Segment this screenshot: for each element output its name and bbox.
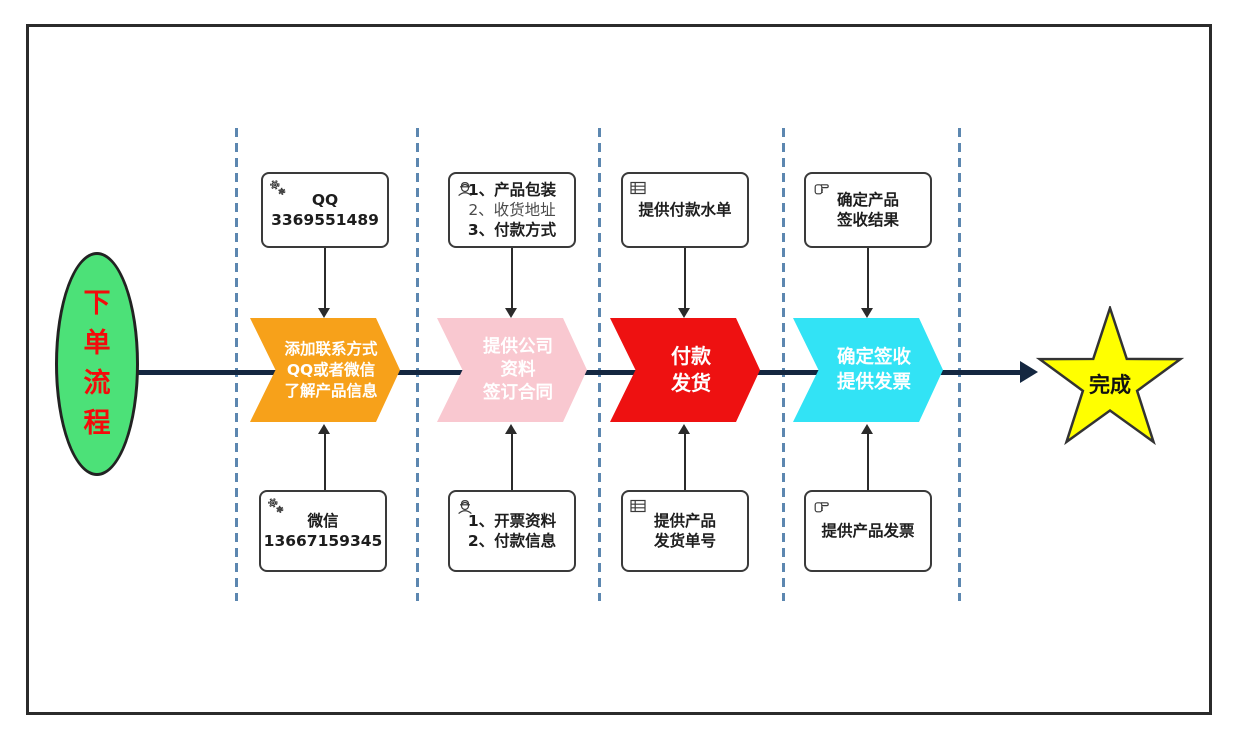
connector-line [510,248,514,308]
box-text: 3、付款方式 [467,221,557,239]
box-confirm-receipt-result: 确定产品 签收结果 [804,172,932,248]
step-label: 提供公司 [483,336,553,357]
step-label: 确定签收 [836,347,911,368]
gears-icon [268,178,288,198]
start-node-label-char: 下 [83,288,111,319]
worker-icon [455,178,475,198]
connector-arrowhead-down [504,308,517,318]
pointing-hand-icon [811,178,831,198]
box-text: 13667159345 [263,532,383,550]
lane-divider [782,128,785,601]
box-text: 2、收货地址 [468,201,556,219]
step-label: 付款 [671,344,711,368]
connector-line [866,434,870,490]
box-wechat-contact: 微信 13667159345 [259,490,387,572]
end-node-label: 完成 [1089,373,1131,397]
box-text: QQ [311,191,339,209]
connector-arrowhead-up [504,424,517,434]
connector-line [323,248,327,308]
lane-divider [598,128,601,601]
start-node-label-char: 流 [83,368,111,399]
box-text: 1、产品包装 [467,181,557,199]
connector-line [866,248,870,308]
lane-divider [958,128,961,601]
worker-icon [455,496,475,516]
box-shipping-number: 提供产品 发货单号 [621,490,749,572]
box-text: 提供付款水单 [638,201,732,219]
box-text: 发货单号 [653,532,716,550]
step-label: QQ或者微信 [286,360,376,379]
step-label: 资料 [500,359,536,380]
connector-arrowhead-up [677,424,690,434]
pointing-hand-icon [811,496,831,516]
connector-line [323,434,327,490]
box-text: 3369551489 [271,211,379,229]
connector-arrowhead-down [860,308,873,318]
table-icon [628,496,648,516]
box-text: 2、付款信息 [467,532,557,550]
step-label: 添加联系方式 [284,339,378,358]
connector-line [683,434,687,490]
start-node-label-char: 单 [83,328,111,359]
box-text: 提供产品发票 [821,522,915,540]
step-label: 了解产品信息 [284,381,378,400]
step-label: 发货 [671,371,711,395]
step-add-contact: 添加联系方式 QQ或者微信 了解产品信息 [250,318,400,422]
box-product-invoice: 提供产品发票 [804,490,932,572]
box-text: 1、开票资料 [467,512,557,530]
box-invoice-info-payment-info: 1、开票资料 2、付款信息 [448,490,576,572]
lane-divider [416,128,419,601]
connector-line [510,434,514,490]
start-node: 下 单 流 程 [55,252,139,476]
table-icon [628,178,648,198]
connector-arrowhead-up [317,424,330,434]
box-text: 签收结果 [836,211,899,229]
star-shape [1035,303,1185,446]
box-qq-contact: QQ 3369551489 [261,172,389,248]
start-node-label-char: 程 [83,408,111,439]
main-flow-arrowhead [1020,361,1038,383]
box-text: 微信 [307,512,339,530]
lane-divider [235,128,238,601]
step-label: 提供发票 [836,372,911,393]
end-node-star [1032,303,1188,458]
box-text: 确定产品 [836,191,899,209]
diagram-border [26,24,1212,715]
box-text: 提供产品 [653,512,716,530]
connector-arrowhead-down [317,308,330,318]
step-label: 签订合同 [483,382,553,403]
connector-arrowhead-down [677,308,690,318]
box-packing-address-payment: 1、产品包装 2、收货地址 3、付款方式 [448,172,576,248]
step-sign-invoice: 确定签收 提供发票 [793,318,943,422]
connector-line [683,248,687,308]
box-payment-slip: 提供付款水单 [621,172,749,248]
gears-icon [266,496,286,516]
connector-arrowhead-up [860,424,873,434]
